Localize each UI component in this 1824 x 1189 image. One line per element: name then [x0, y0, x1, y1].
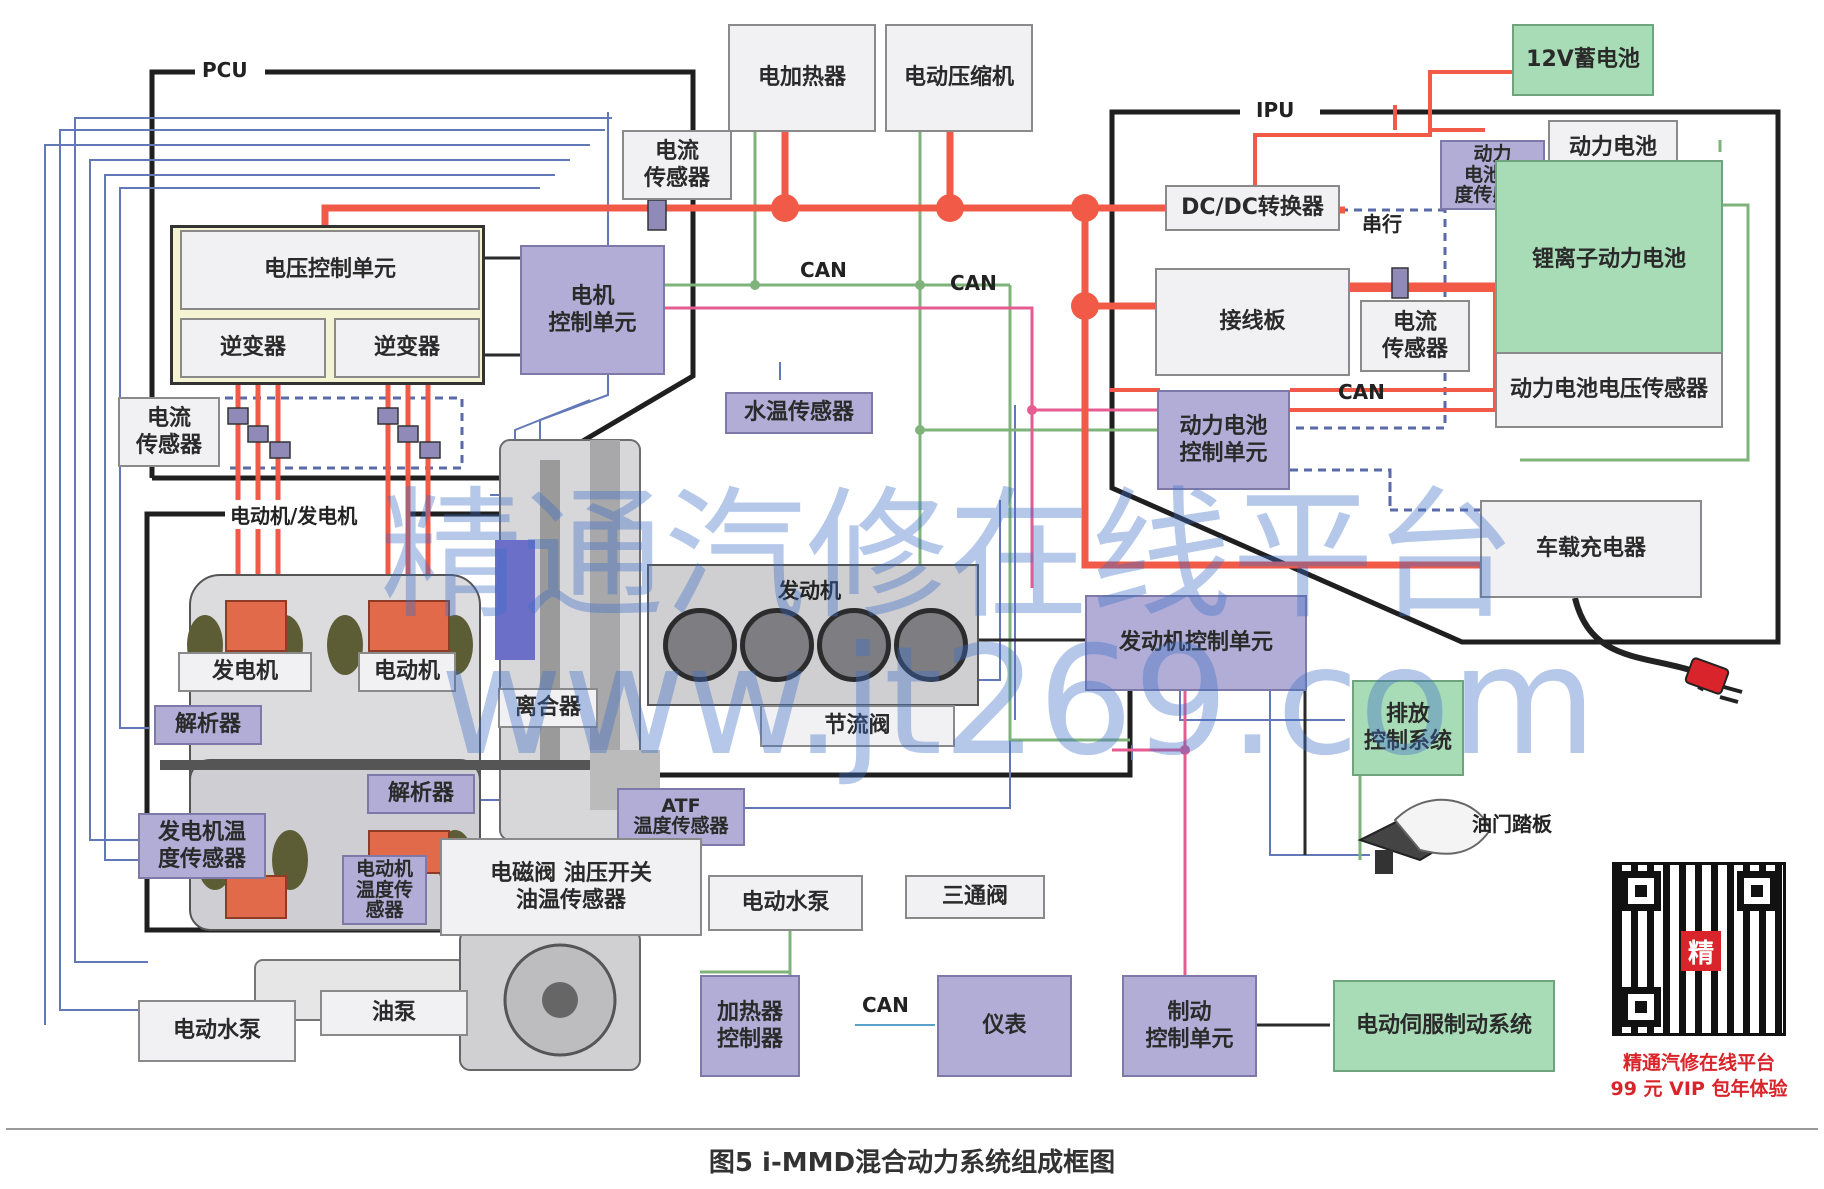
solenoid-switch-oil-sensor: 电磁阀 油压开关 油温传感器 — [440, 838, 702, 936]
throttle: 节流阀 — [760, 705, 955, 747]
promo-line-2: 99 元 VIP 包年体验 — [1610, 1078, 1788, 1100]
li-ion-battery: 锂离子动力电池 — [1495, 160, 1723, 355]
motor-coil — [368, 600, 450, 652]
bottom-rule — [6, 1128, 1818, 1130]
sensor-tabs — [227, 199, 1409, 459]
can-label: CAN — [800, 258, 847, 282]
ipu-label: IPU — [1252, 98, 1299, 122]
voltage-control-unit: 电压控制单元 — [180, 230, 480, 310]
engine-control-unit: 发动机控制单元 — [1085, 595, 1307, 691]
qr-logo: 精 — [1681, 931, 1721, 971]
heater-controller: 加热器 控制器 — [700, 975, 800, 1077]
water-temp-sensor: 水温传感器 — [725, 392, 873, 434]
figure-caption: 图5 i-MMD混合动力系统组成框图 — [708, 1148, 1116, 1178]
qr-code: 精 — [1612, 862, 1786, 1036]
dcdc-converter: DC/DC转换器 — [1165, 185, 1340, 231]
charger-plug — [1572, 597, 1743, 704]
electric-water-pump: 电动水泵 — [708, 875, 863, 931]
electric-compressor: 电动压缩机 — [885, 24, 1033, 132]
high-voltage-to-coils — [235, 380, 431, 600]
qr-finder — [1737, 871, 1777, 911]
qr-finder — [1621, 871, 1661, 911]
high-voltage-junctions — [771, 194, 1099, 320]
motor-generator-label: 电动机/发电机 — [226, 500, 362, 529]
serial-lines-dashed — [225, 205, 1480, 512]
electric-heater: 电加热器 — [728, 24, 876, 132]
generator-coil-lower — [225, 875, 287, 919]
meter: 仪表 — [937, 975, 1072, 1077]
brake-control-unit: 制动 控制单元 — [1122, 975, 1257, 1077]
can-label: CAN — [950, 271, 997, 295]
accelerator-pedal-drawing — [1357, 798, 1492, 874]
engine-cylinder — [740, 608, 814, 682]
qr-finder — [1621, 987, 1661, 1027]
inverter: 逆变器 — [334, 318, 480, 378]
pcu-enclosure — [149, 69, 696, 481]
battery-control-unit: 动力电池 控制单元 — [1157, 390, 1290, 490]
battery-12v: 12V蓄电池 — [1512, 24, 1654, 96]
oil-pump: 油泵 — [320, 990, 468, 1036]
junction-board: 接线板 — [1155, 268, 1350, 376]
onboard-charger: 车载充电器 — [1480, 500, 1702, 598]
accelerator-pedal-label: 油门踏板 — [1472, 812, 1552, 836]
engine-cylinder — [817, 608, 891, 682]
generator: 发电机 — [178, 652, 312, 692]
three-way-valve: 三通阀 — [905, 875, 1045, 919]
generator-temp-sensor: 发电机温 度传感器 — [138, 813, 266, 879]
current-sensor-pcu: 电流 传感器 — [622, 130, 732, 200]
control-lines-dark — [483, 256, 1330, 1027]
serial-label: 串行 — [1362, 212, 1402, 236]
motor: 电动机 — [358, 652, 456, 692]
electric-servo-brake: 电动伺服制动系统 — [1333, 980, 1555, 1072]
emission-control: 排放 控制系统 — [1352, 680, 1464, 776]
pcu-label: PCU — [198, 58, 252, 82]
promo-line-1: 精通汽修在线平台 — [1622, 1052, 1775, 1074]
signal-junctions — [750, 280, 1190, 755]
current-sensor-ipu: 电流 传感器 — [1360, 300, 1470, 372]
engine-cylinder — [663, 608, 737, 682]
resolver: 解析器 — [154, 705, 262, 745]
can-label: CAN — [1338, 380, 1385, 404]
electric-water-pump-motor: 电动水泵 — [138, 1000, 296, 1062]
can-label: CAN — [862, 993, 909, 1017]
generator-coil — [225, 600, 287, 652]
clutch: 离合器 — [498, 688, 598, 728]
atf-temp-sensor: ATF 温度传感器 — [617, 788, 745, 846]
motor-control-unit: 电机 控制单元 — [520, 245, 665, 375]
resolver: 解析器 — [367, 774, 475, 814]
current-sensor-inverter: 电流 传感器 — [118, 397, 220, 467]
inverter: 逆变器 — [180, 318, 326, 378]
battery-voltage-sensor: 动力电池电压传感器 — [1495, 352, 1723, 428]
engine-label: 发动机 — [778, 579, 841, 603]
engine-cylinder — [894, 608, 968, 682]
can-lines-green — [665, 130, 1750, 975]
ipu-enclosure — [1109, 109, 1781, 645]
high-voltage-lines — [321, 130, 1500, 569]
motor-temp-sensor: 电动机 温度传 感器 — [342, 855, 427, 925]
